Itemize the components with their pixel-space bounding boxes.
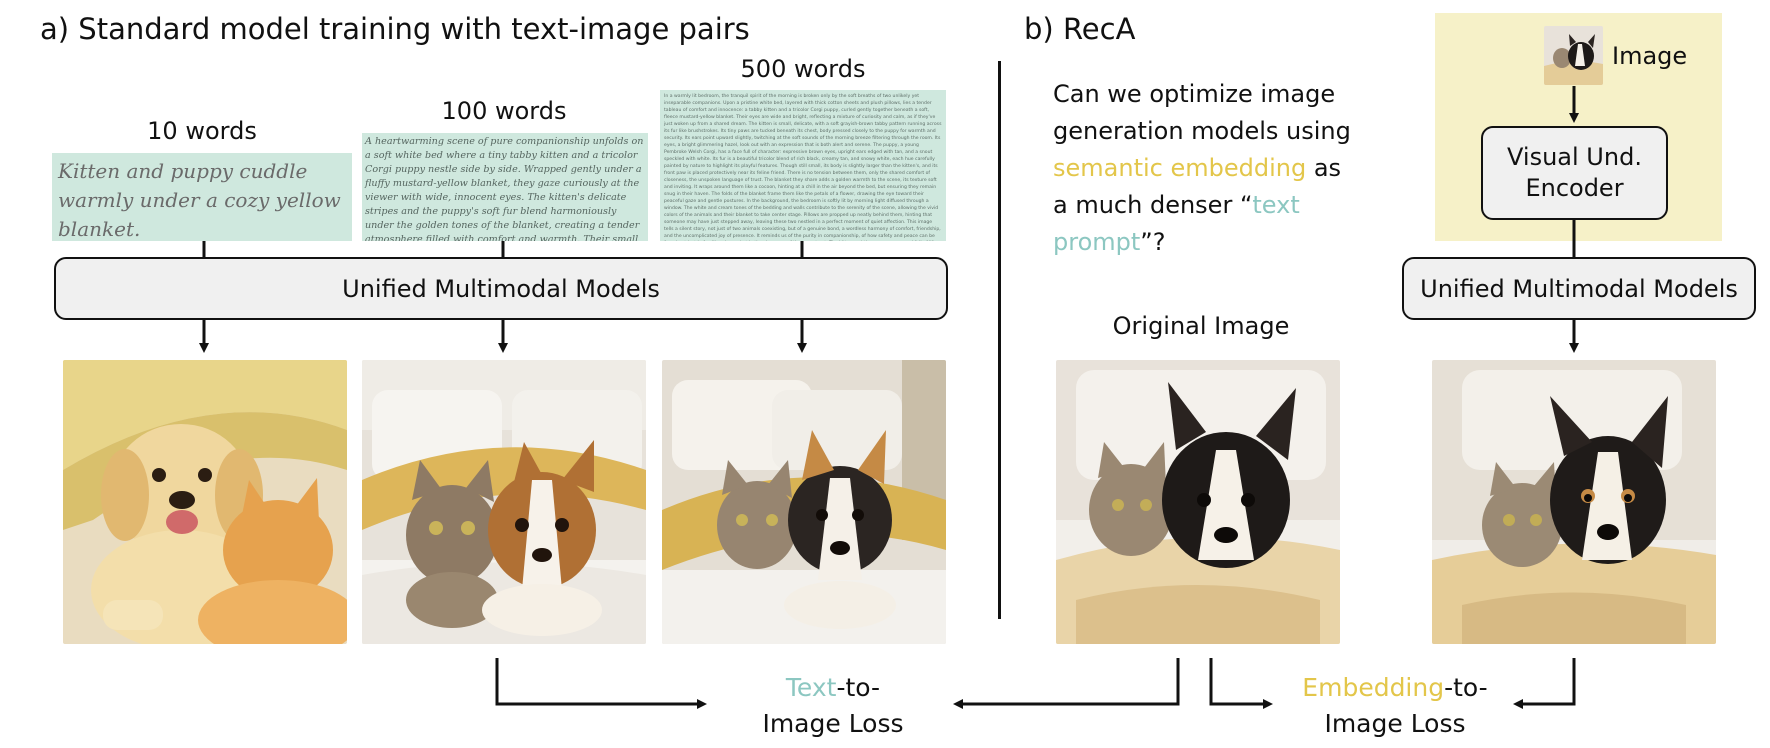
embedding-to-image-loss: Embedding-to- Image Loss bbox=[1278, 670, 1512, 742]
input-image-thumbnail bbox=[1544, 26, 1603, 85]
visual-understanding-encoder-label: Visual Und. Encoder bbox=[1507, 143, 1642, 202]
text-loss-line-1: Text-to- bbox=[718, 670, 948, 706]
visual-understanding-encoder-box: Visual Und. Encoder bbox=[1481, 126, 1668, 220]
text-loss-line-2: Image Loss bbox=[762, 709, 904, 738]
panel-divider bbox=[998, 61, 1001, 619]
prompt-label-10-words: 10 words bbox=[147, 117, 257, 145]
embedding-loss-highlight: Embedding bbox=[1302, 673, 1445, 702]
arrow-reconstructed-to-embedding-loss bbox=[1513, 658, 1576, 709]
arrow-original-to-embedding-loss bbox=[1209, 658, 1273, 709]
panel-a-connectors bbox=[199, 241, 807, 709]
text-to-image-loss: Text-to- Image Loss bbox=[718, 670, 948, 742]
research-question: Can we optimize image generation models … bbox=[1053, 76, 1363, 261]
prompt-label-500-words: 500 words bbox=[740, 55, 866, 83]
generated-image-100-words bbox=[362, 360, 646, 644]
text-loss-highlight: Text bbox=[785, 673, 837, 702]
generated-image-500-words bbox=[662, 360, 946, 644]
generated-image-10-words bbox=[63, 360, 347, 644]
prompt-text-100-words: A heartwarming scene of pure companionsh… bbox=[362, 133, 648, 241]
panel-b-title: b) RecA bbox=[1024, 12, 1136, 46]
unified-multimodal-models-label-b: Unified Multimodal Models bbox=[1420, 274, 1738, 303]
original-image bbox=[1056, 360, 1340, 644]
prompt-text-500-words: In a warmly lit bedroom, the tranquil sp… bbox=[660, 90, 946, 241]
question-highlight-text-prompt: text prompt bbox=[1053, 191, 1300, 256]
embedding-loss-rest-1: -to- bbox=[1444, 673, 1488, 702]
embedding-loss-line-1: Embedding-to- bbox=[1278, 670, 1512, 706]
arrow-original-to-text-loss bbox=[953, 658, 1180, 709]
question-text-3: ”? bbox=[1140, 228, 1166, 256]
question-text-2: as a much denser “ bbox=[1053, 154, 1342, 219]
unified-multimodal-models-box-a: Unified Multimodal Models bbox=[54, 257, 948, 320]
unified-multimodal-models-box-b: Unified Multimodal Models bbox=[1402, 257, 1756, 320]
panel-a-title: a) Standard model training with text-ima… bbox=[40, 12, 750, 46]
input-image-label: Image bbox=[1612, 42, 1688, 70]
original-image-label: Original Image bbox=[1112, 312, 1290, 340]
arrow-to-text-loss bbox=[495, 658, 707, 709]
embedding-loss-line-2: Image Loss bbox=[1324, 709, 1466, 738]
reconstructed-image bbox=[1432, 360, 1716, 644]
question-text-1: Can we optimize image generation models … bbox=[1053, 80, 1351, 145]
prompt-text-10-words: Kitten and puppy cuddle warmly under a c… bbox=[52, 153, 352, 241]
text-loss-rest-1: -to- bbox=[836, 673, 881, 702]
question-highlight-semantic-embedding: semantic embedding bbox=[1053, 154, 1307, 182]
unified-multimodal-models-label-a: Unified Multimodal Models bbox=[342, 274, 660, 303]
prompt-label-100-words: 100 words bbox=[441, 97, 567, 125]
